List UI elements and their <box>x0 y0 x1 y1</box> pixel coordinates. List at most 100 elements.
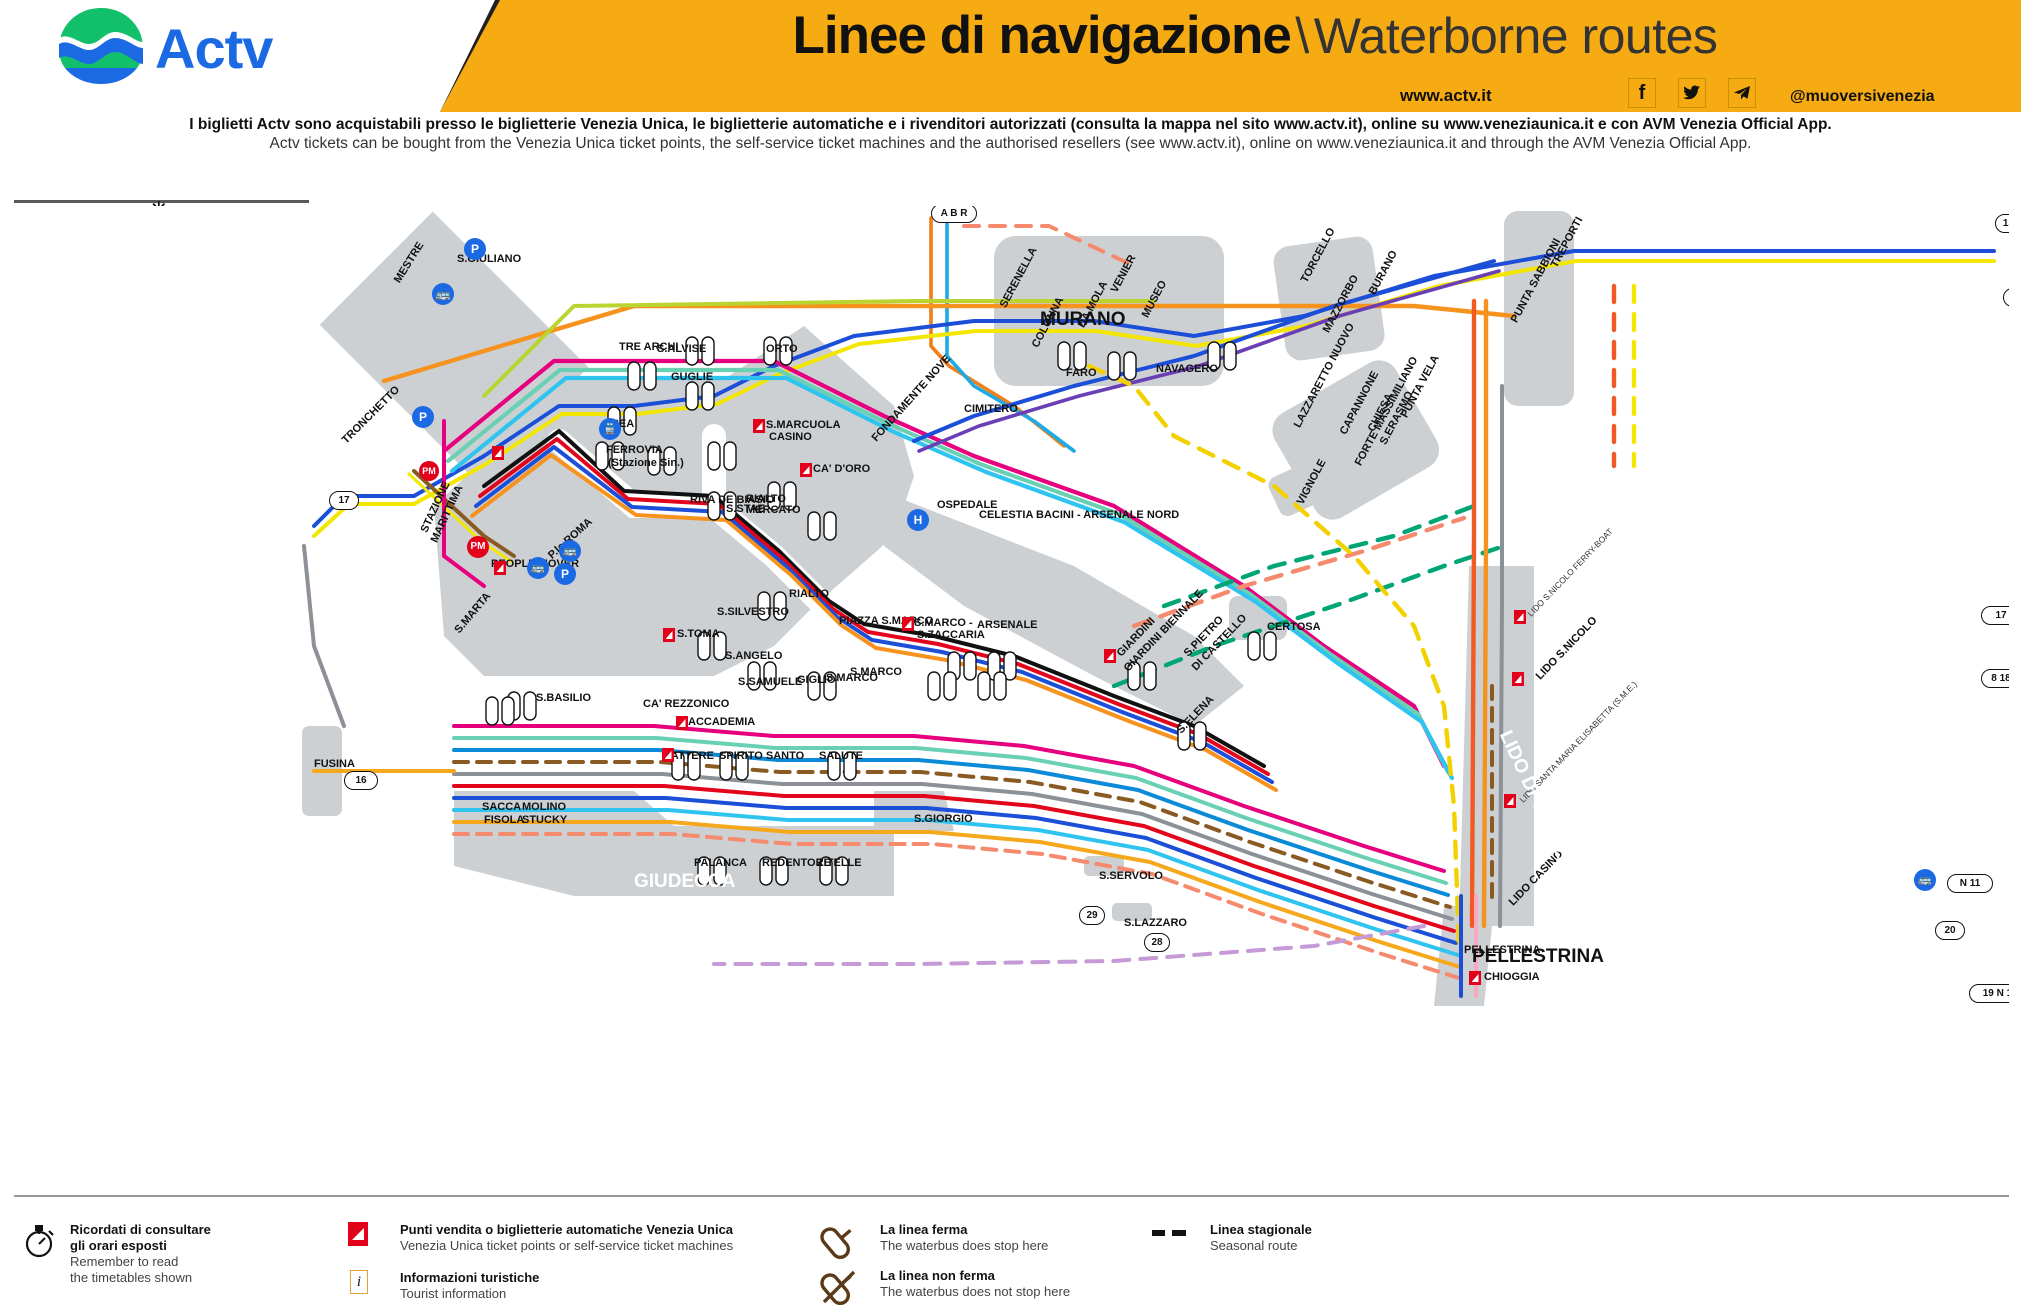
stop-capsule[interactable] <box>1207 341 1221 371</box>
stop-capsule[interactable] <box>747 661 761 691</box>
stop-capsule[interactable] <box>827 751 841 781</box>
route-pill[interactable]: 17 <box>1981 606 2009 625</box>
stop-capsule[interactable] <box>779 336 793 366</box>
route-pill[interactable]: A B R <box>931 206 977 223</box>
stop-label[interactable]: RIALTO <box>789 588 829 600</box>
stop-label[interactable]: S.ANGELO <box>725 650 783 662</box>
stop-capsule[interactable] <box>1003 651 1017 681</box>
stop-capsule[interactable] <box>993 671 1007 701</box>
stop-capsule[interactable] <box>723 491 737 521</box>
facebook-icon[interactable]: f <box>1628 78 1656 108</box>
stop-capsule[interactable] <box>963 651 977 681</box>
stop-capsule[interactable] <box>823 511 837 541</box>
stop-label[interactable]: CA' REZZONICO <box>643 698 730 710</box>
stop-label[interactable]: GIGLIO <box>797 674 836 686</box>
stop-label[interactable]: PELLESTRINA <box>1464 944 1541 956</box>
stop-label[interactable]: S.BASILIO <box>536 692 592 704</box>
stop-label[interactable]: S.MARCO - <box>914 617 973 629</box>
stop-capsule[interactable] <box>927 671 941 701</box>
stop-capsule[interactable] <box>611 441 625 471</box>
stop-capsule[interactable] <box>757 591 771 621</box>
stop-capsule[interactable] <box>713 631 727 661</box>
stop-label[interactable]: RIALTO <box>746 493 786 505</box>
stop-capsule[interactable] <box>1073 341 1087 371</box>
stop-capsule[interactable] <box>723 441 737 471</box>
stop-label[interactable]: FERROVIA <box>606 444 663 456</box>
stop-label[interactable]: FISOLA <box>484 814 525 826</box>
stop-label[interactable]: SPIRITO SANTO <box>719 750 805 762</box>
stop-capsule[interactable] <box>807 671 821 701</box>
stop-capsule[interactable] <box>701 336 715 366</box>
stop-capsule[interactable] <box>1247 631 1261 661</box>
stop-label[interactable]: CA' D'ORO <box>813 463 871 475</box>
stop-capsule[interactable] <box>707 441 721 471</box>
stop-capsule[interactable] <box>1193 721 1207 751</box>
stop-label[interactable]: SALUTE <box>819 750 863 762</box>
stop-capsule[interactable] <box>1127 661 1141 691</box>
stop-label[interactable]: REDENTORE <box>762 857 831 869</box>
route-pill[interactable]: 29 <box>1079 906 1105 925</box>
stop-label[interactable]: S.SAMUELE <box>738 676 803 688</box>
stop-capsule[interactable] <box>523 691 537 721</box>
stop-capsule[interactable] <box>713 856 727 886</box>
stop-label[interactable]: S.SERVOLO <box>1099 870 1163 882</box>
stop-capsule[interactable] <box>735 751 749 781</box>
stop-label[interactable]: S.MARCO <box>826 672 878 684</box>
stop-label[interactable]: MOLINO <box>522 801 566 813</box>
stop-capsule[interactable] <box>977 671 991 701</box>
stop-label[interactable]: CHIOGGIA <box>1484 971 1540 983</box>
stop-capsule[interactable] <box>807 511 821 541</box>
stop-capsule[interactable] <box>773 591 787 621</box>
stop-label[interactable]: S.GIORGIO <box>914 813 973 825</box>
stop-label[interactable]: S.MARCO <box>850 666 902 678</box>
stop-label[interactable]: S.MARCUOLA <box>766 419 841 431</box>
stop-capsule[interactable] <box>763 336 777 366</box>
stop-label[interactable]: OSPEDALE <box>937 499 998 511</box>
route-pill[interactable]: 17 <box>329 491 359 510</box>
stop-label[interactable]: GUGLIE <box>671 371 714 383</box>
stop-capsule[interactable] <box>485 696 499 726</box>
route-pill[interactable]: 8 18 <box>1981 669 2009 688</box>
stop-capsule[interactable] <box>701 381 715 411</box>
stop-label[interactable]: ZITELLE <box>817 857 862 869</box>
stop-label[interactable]: RIVA DE BIASIO <box>690 494 775 506</box>
stop-label[interactable]: ZATTERE <box>664 750 714 762</box>
website-url[interactable]: www.actv.it <box>1400 86 1492 105</box>
stop-capsule[interactable] <box>671 751 685 781</box>
telegram-icon[interactable] <box>1728 78 1756 108</box>
stop-capsule[interactable] <box>775 856 789 886</box>
stop-label[interactable]: S.LAZZARO <box>1124 917 1187 929</box>
stop-capsule[interactable] <box>1107 351 1121 381</box>
stop-capsule[interactable] <box>627 361 641 391</box>
stop-capsule[interactable] <box>835 856 849 886</box>
stop-label[interactable]: TRE ARCHI <box>619 341 679 353</box>
stop-label[interactable]: S.TOMA <box>677 628 720 640</box>
stop-capsule[interactable] <box>501 696 515 726</box>
stop-capsule[interactable] <box>663 446 677 476</box>
stop-label[interactable]: ORTO <box>766 343 798 355</box>
stop-label[interactable]: FUSINA <box>314 758 355 770</box>
stop-capsule[interactable] <box>783 481 797 511</box>
stop-capsule[interactable] <box>647 446 661 476</box>
stop-label[interactable]: CERTOSA <box>1267 621 1321 633</box>
stop-capsule[interactable] <box>823 671 837 701</box>
stop-label[interactable]: CASINO <box>769 431 812 443</box>
stop-capsule[interactable] <box>1177 721 1191 751</box>
stop-label[interactable]: FARO <box>1066 367 1097 379</box>
route-pill[interactable]: 13 1412 N <box>1995 214 2009 233</box>
stop-label[interactable]: MERCATO <box>746 504 801 516</box>
stop-label[interactable]: ARSENALE <box>977 619 1038 631</box>
stop-label[interactable]: SACCA <box>482 801 522 813</box>
stop-capsule[interactable] <box>643 361 657 391</box>
stop-capsule[interactable] <box>843 751 857 781</box>
stop-capsule[interactable] <box>1057 341 1071 371</box>
stop-label[interactable]: PALANCA <box>694 857 747 869</box>
stop-capsule[interactable] <box>623 406 637 436</box>
stop-capsule[interactable] <box>1223 341 1237 371</box>
stop-capsule[interactable] <box>763 661 777 691</box>
stop-label[interactable]: S.SILVESTRO <box>717 606 789 618</box>
stop-capsule[interactable] <box>819 856 833 886</box>
route-pill[interactable]: 19 N 11 <box>1969 984 2009 1003</box>
route-pill[interactable]: 28 <box>1144 933 1170 952</box>
